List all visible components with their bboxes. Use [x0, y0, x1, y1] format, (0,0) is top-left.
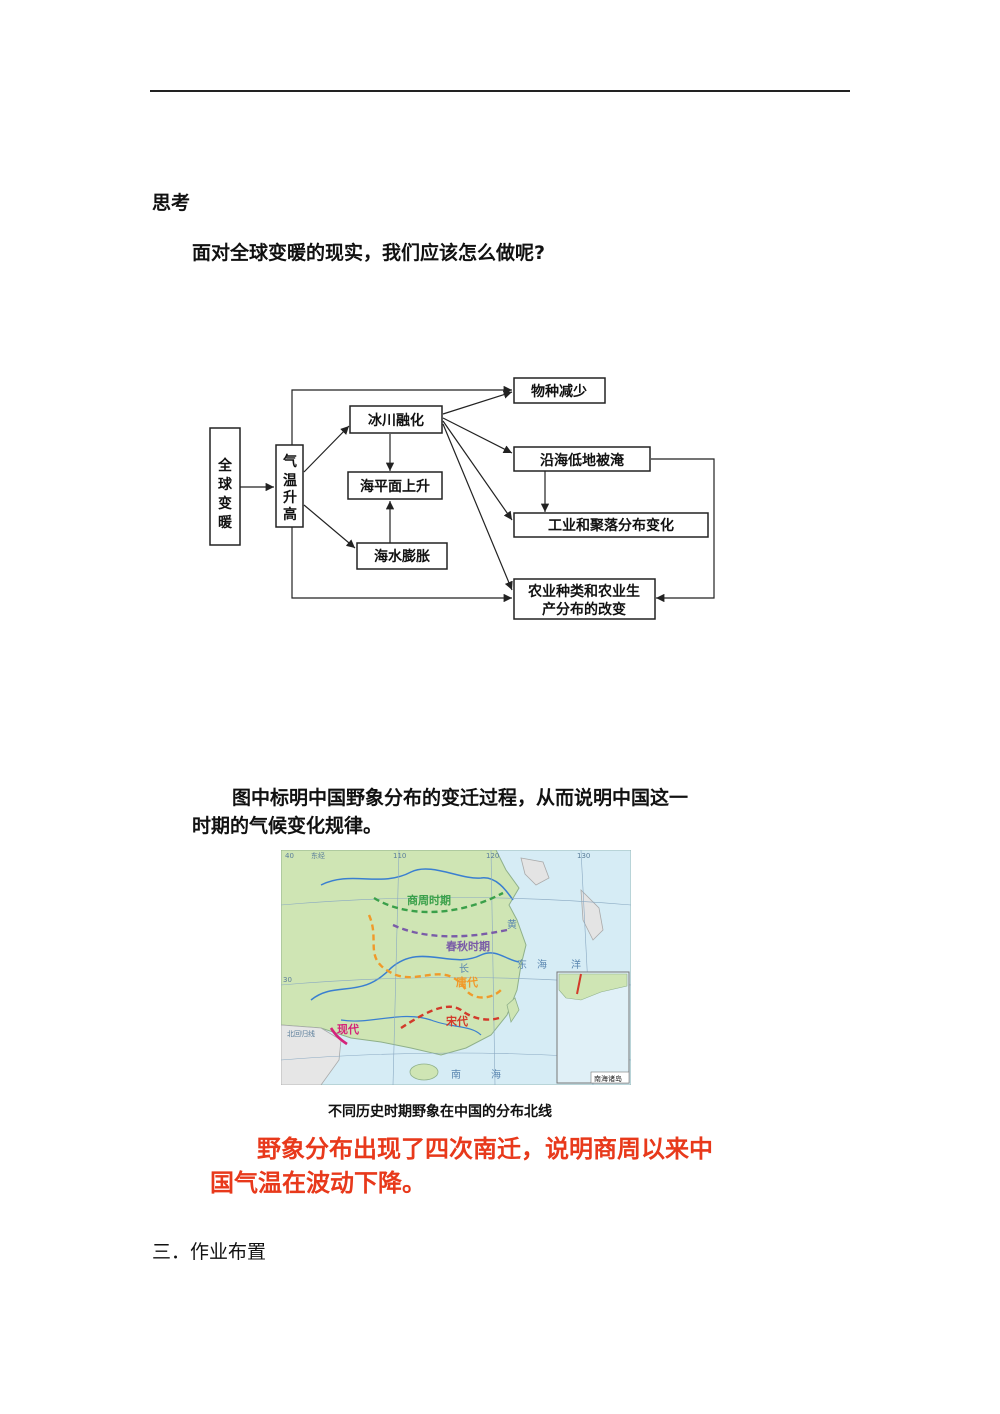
node-sea-level [347, 471, 443, 500]
node-text: 暖 [218, 514, 233, 531]
node-species [513, 377, 606, 404]
node-temp-rise [275, 444, 304, 528]
think-question: 面对全球变暖的现实，我们应该怎么做呢? [192, 242, 546, 264]
south-sea-label: 南 [451, 1068, 461, 1081]
node-text: 变 [218, 495, 232, 512]
inset-caption-box [590, 1071, 630, 1084]
east-sea-label: 东 [517, 958, 527, 971]
japan-land [580, 888, 604, 941]
node-text: 高 [283, 506, 297, 523]
yellow-river [320, 868, 514, 901]
neighbor-land [281, 1024, 342, 1085]
line-chunqiu [392, 923, 508, 938]
node-text: 海水膨胀 [374, 548, 430, 565]
node-glacier [349, 405, 443, 434]
pearl-river [340, 1015, 482, 1036]
node-text: 物种减少 [531, 383, 587, 400]
node-agriculture [513, 578, 656, 620]
climate-flow-diagram: 全 球 变 暖 气 温 升 高 冰川融化 海平面上升 海水膨胀 物种减少 沿海低… [209, 377, 715, 620]
yangtze-river [310, 952, 520, 1001]
yellow-sea-label: 黄 [507, 918, 517, 931]
node-text: 球 [218, 476, 233, 493]
node-text: 全 [217, 457, 233, 474]
elephant-question-line2: 时期的气候变化规律。 [192, 815, 383, 837]
node-text: 农业种类和农业生 [527, 583, 640, 600]
node-text: 冰川融化 [368, 412, 424, 429]
label-chunqiu: 春秋时期 [446, 939, 490, 953]
inset-caption: 南海诸岛 [594, 1074, 622, 1083]
line-shang-zhou [373, 891, 504, 914]
label-modern: 现代 [337, 1022, 359, 1036]
tick-lon: 110 [393, 852, 406, 860]
longitude-label: 东经 [311, 851, 325, 860]
node-global-warming [209, 427, 241, 546]
hainan-land [409, 1063, 439, 1081]
south-sea-label: 海 [491, 1068, 501, 1081]
node-expansion [356, 542, 448, 570]
tick-lat: 30 [283, 976, 292, 984]
changjiang-label: 长 [459, 963, 469, 975]
taiwan-land [506, 997, 520, 1023]
elephant-question-line1: 图中标明中国野象分布的变迁过程，从而说明中国这一 [232, 787, 689, 809]
think-heading: 思考 [152, 192, 191, 214]
east-sea-label: 海 [537, 958, 547, 971]
node-text: 产分布的改变 [542, 601, 626, 618]
korea-land [520, 857, 550, 886]
map-caption: 不同历史时期野象在中国的分布北线 [328, 1104, 552, 1120]
header-rule [150, 90, 850, 92]
land-mass [281, 850, 527, 1056]
inset-line [576, 973, 582, 995]
node-text: 气 [282, 453, 297, 470]
pacific-label: 洋 [571, 958, 581, 971]
node-text: 温 [283, 473, 297, 489]
section-homework: 三．作业布置 [152, 1241, 267, 1263]
inset-land [558, 973, 628, 1001]
node-text: 工业和聚落分布变化 [548, 517, 674, 534]
label-shang-zhou: 商周时期 [407, 893, 451, 907]
node-text: 升 [283, 489, 297, 506]
elephant-distribution-map: 商周时期 春秋时期 唐代 宋代 现代 40 东经 110 120 130 30 … [281, 850, 631, 1085]
answer-line1: 野象分布出现了四次南迁，说明商周以来中 [257, 1135, 713, 1163]
node-lowland [513, 446, 651, 472]
label-tang: 唐代 [456, 975, 478, 989]
tick-lat: 40 [285, 852, 294, 860]
north-tropic-label: 北回归线 [287, 1029, 315, 1038]
label-song: 宋代 [445, 1014, 468, 1028]
tick-lon: 130 [577, 852, 590, 860]
line-modern [329, 1027, 348, 1046]
line-song [400, 1005, 500, 1030]
line-tang [367, 914, 502, 999]
node-text: 海平面上升 [360, 478, 430, 495]
answer-line2: 国气温在波动下降。 [210, 1169, 426, 1197]
node-industry [513, 512, 709, 538]
tick-lon: 120 [486, 852, 499, 860]
node-text: 沿海低地被淹 [540, 452, 625, 469]
